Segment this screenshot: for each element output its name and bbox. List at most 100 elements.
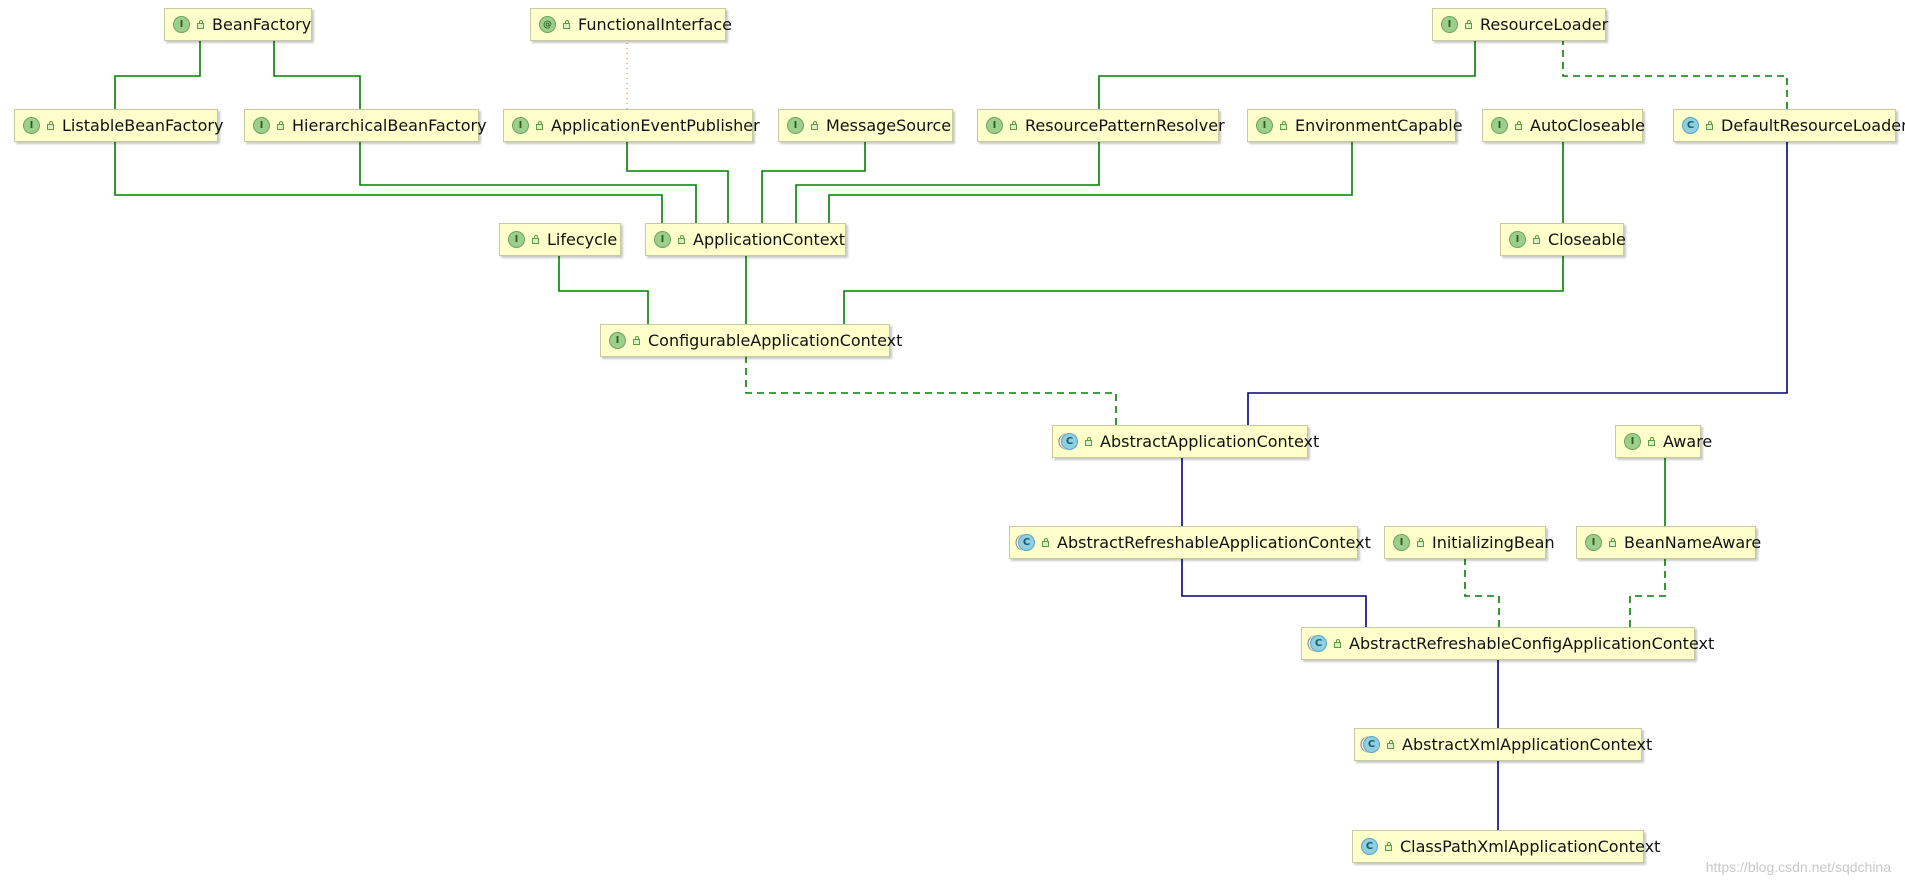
- interface-icon: I: [1585, 534, 1602, 551]
- public-visibility-icon: [1514, 121, 1523, 130]
- edge-extends: [1098, 28, 1482, 109]
- node-auto-closeable[interactable]: I AutoCloseable: [1482, 109, 1645, 142]
- node-label: Closeable: [1548, 230, 1626, 249]
- node-abstract-refreshable-config-application-context[interactable]: C AbstractRefreshableConfigApplicationCon…: [1301, 627, 1714, 660]
- edge-implements: [739, 344, 1117, 425]
- node-label: MessageSource: [826, 116, 952, 135]
- interface-icon: I: [1491, 117, 1508, 134]
- public-visibility-icon: [196, 20, 205, 29]
- public-visibility-icon: [1416, 538, 1425, 547]
- node-label: FunctionalInterface: [578, 15, 732, 34]
- node-label: HierarchicalBeanFactory: [292, 116, 487, 135]
- public-visibility-icon: [1532, 235, 1541, 244]
- node-label: Aware: [1663, 432, 1713, 451]
- node-label: AbstractApplicationContext: [1100, 432, 1320, 451]
- class-icon: C: [1682, 117, 1699, 134]
- edge-extends: [108, 129, 663, 223]
- node-label: ApplicationContext: [693, 230, 846, 249]
- public-visibility-icon: [535, 121, 544, 130]
- public-visibility-icon: [1084, 437, 1093, 446]
- node-class-path-xml-application-context[interactable]: C ClassPathXmlApplicationContext: [1352, 830, 1660, 863]
- public-visibility-icon: [562, 20, 571, 29]
- node-label: ListableBeanFactory: [62, 116, 224, 135]
- abstract-class-icon: C: [1363, 736, 1380, 753]
- interface-icon: I: [23, 117, 40, 134]
- node-label: AbstractXmlApplicationContext: [1402, 735, 1653, 754]
- node-abstract-xml-application-context[interactable]: C AbstractXmlApplicationContext: [1354, 728, 1652, 761]
- interface-icon: I: [1509, 231, 1526, 248]
- public-visibility-icon: [1384, 842, 1393, 851]
- public-visibility-icon: [1647, 437, 1656, 446]
- public-visibility-icon: [1608, 538, 1617, 547]
- class-icon: C: [1361, 838, 1378, 855]
- public-visibility-icon: [677, 235, 686, 244]
- node-functional-interface[interactable]: @ FunctionalInterface: [530, 8, 732, 41]
- interface-icon: I: [787, 117, 804, 134]
- node-label: DefaultResourceLoader: [1721, 116, 1905, 135]
- node-listable-bean-factory[interactable]: I ListableBeanFactory: [14, 109, 223, 142]
- node-label: ConfigurableApplicationContext: [648, 331, 903, 350]
- node-default-resource-loader[interactable]: C DefaultResourceLoader: [1673, 109, 1905, 142]
- public-visibility-icon: [1041, 538, 1050, 547]
- node-hierarchical-bean-factory[interactable]: I HierarchicalBeanFactory: [244, 109, 487, 142]
- interface-icon: I: [1256, 117, 1273, 134]
- public-visibility-icon: [1705, 121, 1714, 130]
- interface-icon: I: [173, 16, 190, 33]
- node-label: AbstractRefreshableConfigApplicationCont…: [1349, 634, 1715, 653]
- node-label: InitializingBean: [1432, 533, 1555, 552]
- annotation-icon: @: [539, 16, 556, 33]
- node-abstract-application-context[interactable]: C AbstractApplicationContext: [1052, 425, 1319, 458]
- abstract-class-icon: C: [1061, 433, 1078, 450]
- edge-extends: [114, 28, 207, 109]
- edge-extends: [761, 129, 872, 223]
- edge-implements: [1629, 546, 1672, 627]
- node-configurable-application-context[interactable]: I ConfigurableApplicationContext: [600, 324, 902, 357]
- public-visibility-icon: [1333, 639, 1342, 648]
- abstract-class-icon: C: [1018, 534, 1035, 551]
- edge-implements: [1458, 546, 1500, 627]
- node-label: BeanNameAware: [1624, 533, 1762, 552]
- node-resource-pattern-resolver[interactable]: I ResourcePatternResolver: [977, 109, 1225, 142]
- node-label: AutoCloseable: [1530, 116, 1645, 135]
- edge-extends: [353, 129, 697, 223]
- edge-extends: [620, 129, 729, 223]
- node-bean-factory[interactable]: I BeanFactory: [164, 8, 312, 41]
- node-message-source[interactable]: I MessageSource: [778, 109, 953, 142]
- public-visibility-icon: [632, 336, 641, 345]
- edge-extends: [828, 129, 1359, 223]
- edge-extends: [267, 28, 361, 109]
- node-bean-name-aware[interactable]: I BeanNameAware: [1576, 526, 1761, 559]
- edge-extends: [552, 243, 649, 324]
- node-closeable[interactable]: I Closeable: [1500, 223, 1626, 256]
- public-visibility-icon: [1464, 20, 1473, 29]
- edge-implements: [1556, 28, 1788, 109]
- node-label: ClassPathXmlApplicationContext: [1400, 837, 1661, 856]
- abstract-class-icon: C: [1310, 635, 1327, 652]
- public-visibility-icon: [810, 121, 819, 130]
- node-label: AbstractRefreshableApplicationContext: [1057, 533, 1371, 552]
- node-label: Lifecycle: [547, 230, 618, 249]
- interface-icon: I: [609, 332, 626, 349]
- edge-extends-class: [1247, 129, 1794, 425]
- interface-icon: I: [253, 117, 270, 134]
- edge-extends: [843, 243, 1570, 324]
- public-visibility-icon: [1009, 121, 1018, 130]
- public-visibility-icon: [1386, 740, 1395, 749]
- interface-icon: I: [986, 117, 1003, 134]
- public-visibility-icon: [531, 235, 540, 244]
- node-abstract-refreshable-application-context[interactable]: C AbstractRefreshableApplicationContext: [1009, 526, 1371, 559]
- interface-icon: I: [1441, 16, 1458, 33]
- node-label: ResourcePatternResolver: [1025, 116, 1225, 135]
- node-label: BeanFactory: [212, 15, 312, 34]
- public-visibility-icon: [1279, 121, 1288, 130]
- public-visibility-icon: [276, 121, 285, 130]
- edge-extends: [795, 129, 1106, 223]
- node-label: ApplicationEventPublisher: [551, 116, 760, 135]
